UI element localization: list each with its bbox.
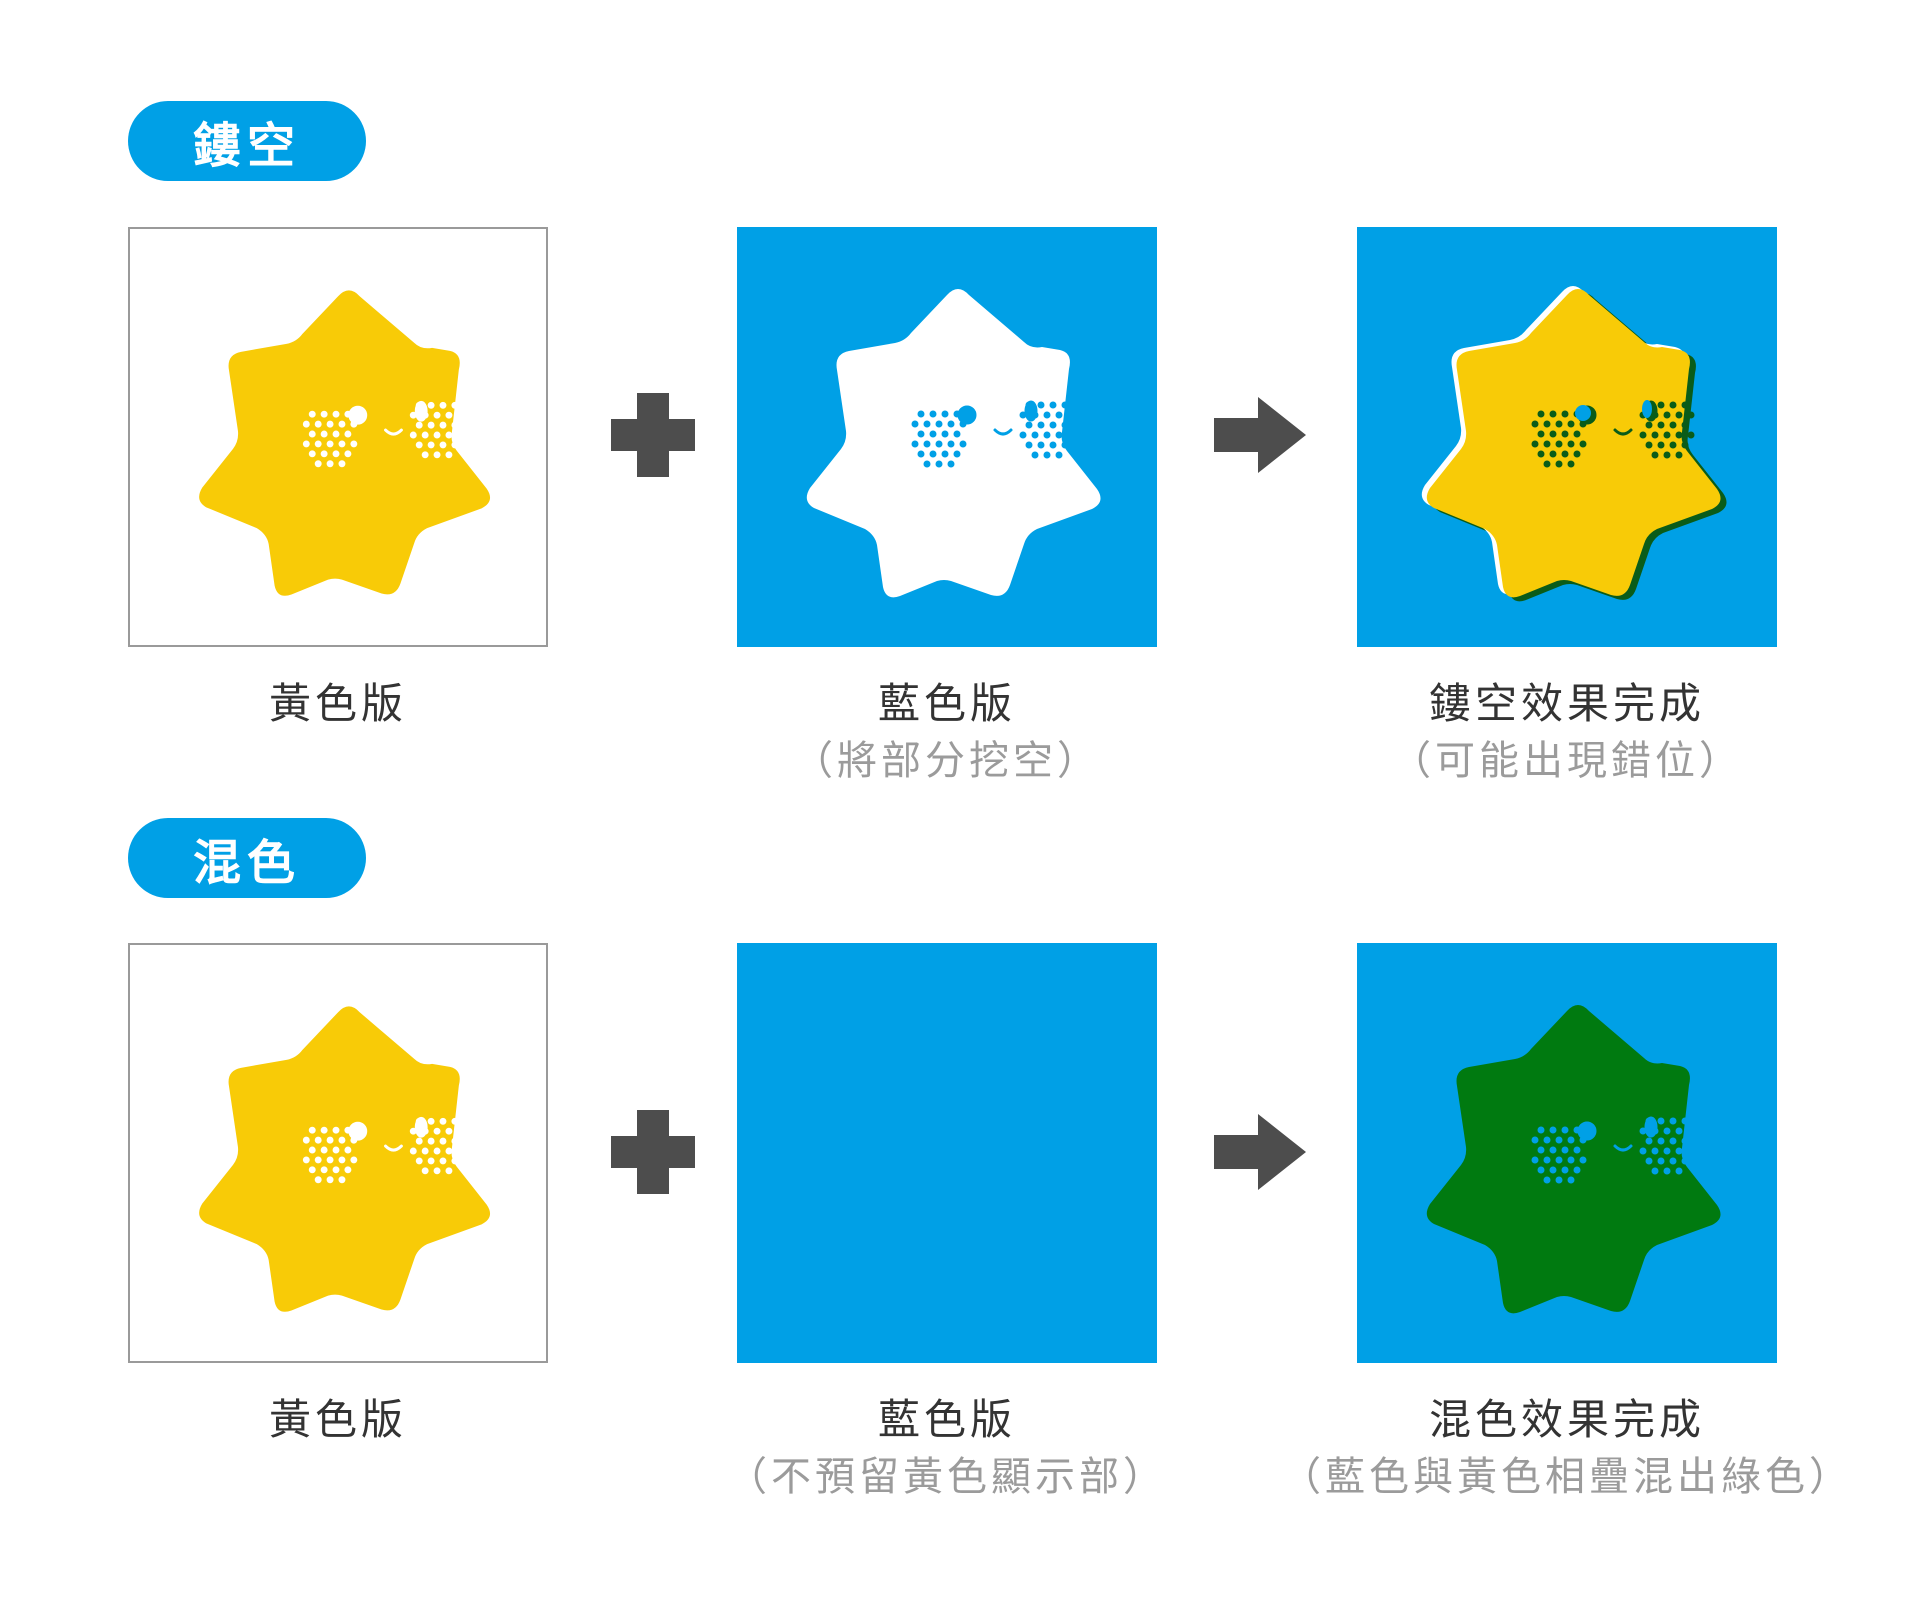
section-label-hollow: 鏤空 [128,101,366,181]
hollow-result-panel [1357,227,1777,647]
yellow-plate-panel [128,227,548,647]
panel-subcaption: （不預留黃色顯示部） [727,1454,1167,1500]
mix-result-panel [1357,943,1777,1363]
panel-caption: 藍色版 [877,679,1016,728]
section-label-mix: 混色 [128,818,366,898]
star-character-icon [199,290,491,596]
panel-caption: 鏤空效果完成 [1428,679,1705,728]
arrow-right-icon [1214,397,1306,473]
arrow-right-icon [1214,1114,1306,1190]
panel-caption: 黃色版 [268,1395,407,1444]
plus-icon [611,1110,695,1194]
yellow-plate-panel [128,943,548,1363]
panel-subcaption: （將部分挖空） [793,738,1101,784]
star-character-icon [1421,286,1727,602]
panel-caption: 混色效果完成 [1428,1395,1705,1444]
panel-caption: 藍色版 [877,1395,1016,1444]
panel-subcaption: （藍色與黃色相疊混出綠色） [1281,1454,1853,1500]
star-character-icon [1426,1005,1721,1314]
star-character-icon [199,1006,491,1312]
panel-caption: 黃色版 [268,679,407,728]
panel-subcaption: （可能出現錯位） [1391,738,1743,784]
star-character-icon [806,289,1101,598]
plus-icon [611,393,695,477]
blue-plate-knockout-panel [737,227,1157,647]
blue-plate-full-panel [737,943,1157,1363]
